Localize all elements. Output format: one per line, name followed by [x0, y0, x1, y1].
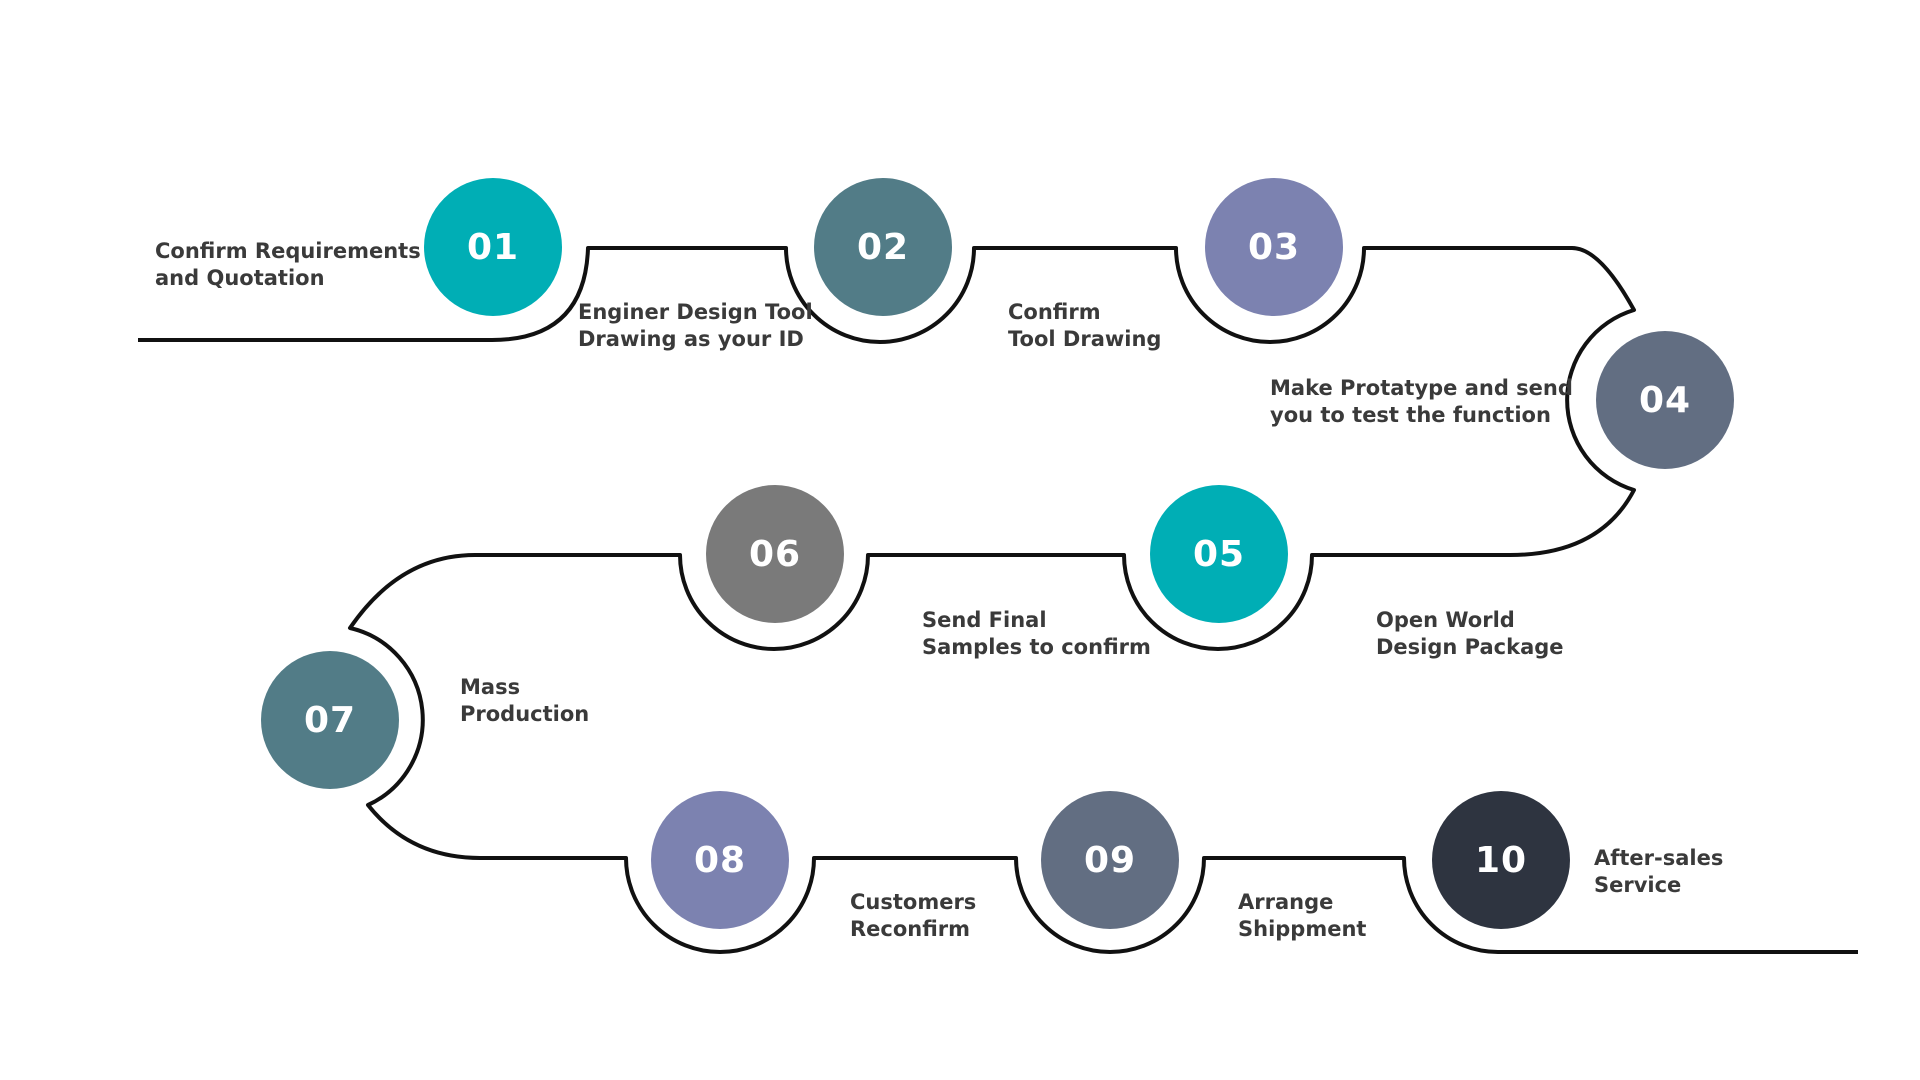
step-10-number: 10 [1474, 839, 1528, 881]
step-09-circle: 09 [1041, 791, 1179, 929]
step-06-number: 06 [748, 533, 802, 575]
step-01-circle: 01 [424, 178, 562, 316]
step-04-label: Make Protatype and send you to test the … [1270, 376, 1573, 427]
step-06-label: Send Final Samples to confirm [922, 608, 1151, 659]
step-04-number: 04 [1638, 379, 1692, 421]
step-03-circle: 03 [1205, 178, 1343, 316]
step-03-number: 03 [1247, 226, 1301, 268]
step-10-label: After-sales Service [1594, 846, 1724, 897]
step-02-number: 02 [856, 226, 910, 268]
step-05-number: 05 [1192, 533, 1246, 575]
step-09-label: Arrange Shippment [1238, 890, 1367, 941]
step-04-circle: 04 [1596, 331, 1734, 469]
step-02-circle: 02 [814, 178, 952, 316]
step-09-number: 09 [1083, 839, 1137, 881]
step-07-circle: 07 [261, 651, 399, 789]
step-02-label: Enginer Design Tool Drawing as your ID [578, 300, 813, 351]
step-03-label: Confirm Tool Drawing [1008, 300, 1162, 351]
step-07-label: Mass Production [460, 675, 590, 726]
step-07-number: 07 [303, 699, 357, 741]
step-10-circle: 10 [1432, 791, 1570, 929]
step-08-circle: 08 [651, 791, 789, 929]
step-08-number: 08 [693, 839, 747, 881]
step-06-circle: 06 [706, 485, 844, 623]
step-01-number: 01 [466, 226, 520, 268]
step-08-label: Customers Reconfirm [850, 890, 977, 941]
step-05-label: Open World Design Package [1376, 608, 1564, 659]
step-05-circle: 05 [1150, 485, 1288, 623]
step-01-label: Confirm Requirements and Quotation [155, 239, 421, 290]
